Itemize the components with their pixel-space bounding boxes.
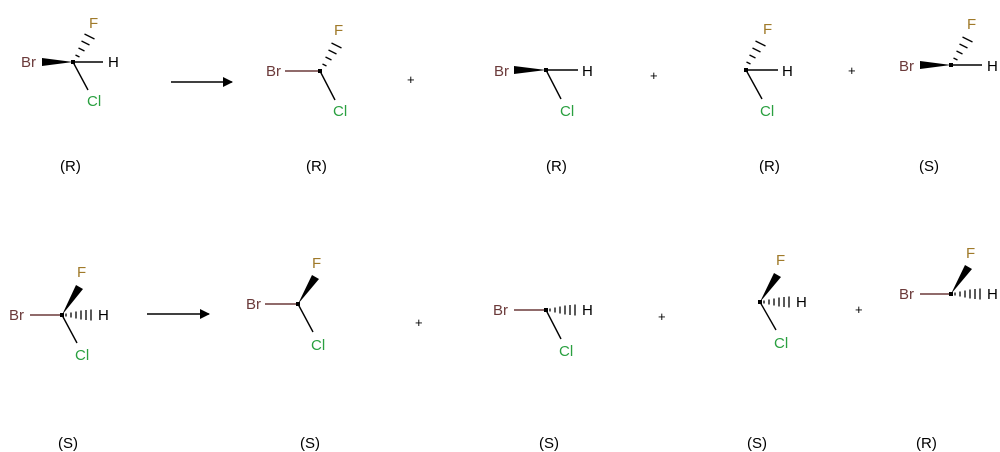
product-row1-4: Br F H (S) <box>899 16 998 175</box>
hash-bond-f <box>75 33 95 58</box>
stereo-label: (S) <box>539 435 559 452</box>
atom-cl: Cl <box>75 347 89 364</box>
atom-cl: Cl <box>559 343 573 360</box>
stereo-label: (S) <box>58 435 78 452</box>
product-row2-2: Br H Cl (S) <box>493 302 593 452</box>
stereocenter-dot <box>544 308 548 312</box>
atom-f: F <box>89 15 98 32</box>
reactant-row2: Br F H Cl (S) <box>9 264 109 452</box>
atom-br: Br <box>899 58 914 75</box>
stereo-label: (R) <box>306 158 327 175</box>
bond-cl <box>319 70 336 101</box>
atom-cl: Cl <box>774 335 788 352</box>
plus-sign: + <box>855 302 863 317</box>
stereocenter-dot <box>949 63 953 67</box>
wedge-bond-br <box>920 61 951 69</box>
stereocenter-dot <box>758 300 762 304</box>
hash-bond-h <box>763 296 790 308</box>
atom-br: Br <box>899 286 914 303</box>
atom-br: Br <box>9 307 24 324</box>
stereo-label: (S) <box>747 435 767 452</box>
hash-bond-f <box>322 42 342 67</box>
atom-br: Br <box>21 54 36 71</box>
wedge-bond-f <box>951 265 972 294</box>
stereo-label: (R) <box>759 158 780 175</box>
stereocenter-dot <box>71 60 75 64</box>
plus-sign: + <box>658 309 666 324</box>
stereocenter-dot <box>318 69 322 73</box>
atom-h: H <box>582 63 593 80</box>
atom-h: H <box>108 54 119 71</box>
plus-sign: + <box>407 72 415 87</box>
product-row1-1: Br F Cl (R) <box>266 22 347 175</box>
atom-h: H <box>582 302 593 319</box>
stereocenter-dot <box>744 68 748 72</box>
atom-br: Br <box>246 296 261 313</box>
atom-br: Br <box>494 63 509 80</box>
atom-cl: Cl <box>333 103 347 120</box>
stereocenter-dot <box>60 313 64 317</box>
bond-cl <box>61 314 78 344</box>
atom-f: F <box>312 255 321 272</box>
reactant-row1: Br F H Cl (R) <box>21 15 119 175</box>
product-row2-3: F H Cl (S) <box>747 252 807 452</box>
stereo-label: (R) <box>916 435 937 452</box>
atom-h: H <box>796 294 807 311</box>
atom-br: Br <box>266 63 281 80</box>
wedge-bond-br <box>514 66 546 74</box>
plus-sign: + <box>848 63 856 78</box>
atom-f: F <box>967 16 976 33</box>
plus-sign: + <box>650 68 658 83</box>
product-row1-3: F H Cl (R) <box>744 21 793 175</box>
wedge-bond-f <box>760 273 781 302</box>
bond-cl <box>72 61 89 91</box>
atom-f: F <box>334 22 343 39</box>
hash-bond-h <box>954 288 981 300</box>
atom-cl: Cl <box>760 103 774 120</box>
hash-bond-h <box>549 304 576 316</box>
bond-cl <box>545 69 562 100</box>
atom-h: H <box>782 63 793 80</box>
stereocenter-dot <box>544 68 548 72</box>
stereo-label: (R) <box>60 158 81 175</box>
wedge-bond-f <box>298 275 319 304</box>
plus-sign: + <box>415 315 423 330</box>
atom-f: F <box>763 21 772 38</box>
bond-cl <box>297 303 314 333</box>
bond-cl <box>745 69 763 100</box>
stereocenter-dot <box>949 292 953 296</box>
hash-bond-f <box>953 36 973 61</box>
wedge-bond-br <box>42 58 73 66</box>
atom-br: Br <box>493 302 508 319</box>
atom-f: F <box>77 264 86 281</box>
product-row2-4: Br F H (R) <box>899 245 998 452</box>
stereo-label: (S) <box>300 435 320 452</box>
atom-cl: Cl <box>560 103 574 120</box>
atom-cl: Cl <box>87 93 101 110</box>
atom-f: F <box>966 245 975 262</box>
product-row2-1: Br F Cl (S) <box>246 255 325 452</box>
atom-f: F <box>776 252 785 269</box>
hash-bond-h <box>65 309 92 321</box>
stereo-label: (R) <box>546 158 567 175</box>
atom-h: H <box>987 58 998 75</box>
stereo-label: (S) <box>919 158 939 175</box>
atom-h: H <box>98 307 109 324</box>
wedge-bond-f <box>62 285 83 315</box>
bond-cl <box>759 301 777 331</box>
hash-bond-f <box>746 40 766 65</box>
atom-h: H <box>987 286 998 303</box>
atom-cl: Cl <box>311 337 325 354</box>
product-row1-2: Br H Cl (R) <box>494 63 593 175</box>
stereocenter-dot <box>296 302 300 306</box>
bond-cl <box>545 309 562 340</box>
